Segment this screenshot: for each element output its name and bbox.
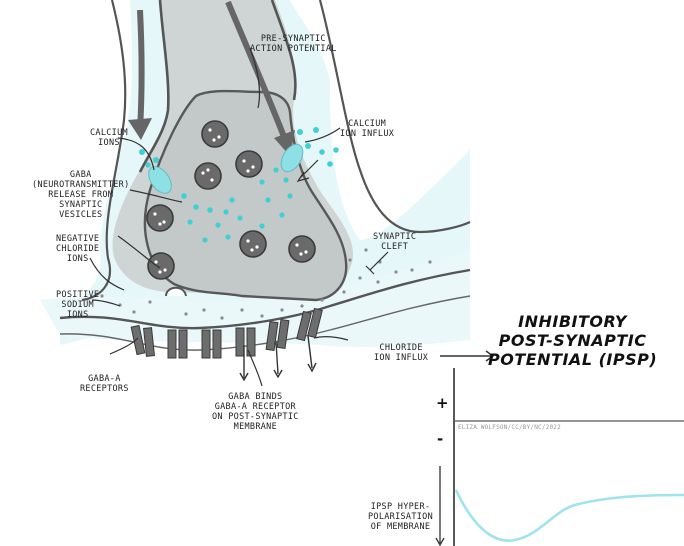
receptor — [202, 330, 210, 358]
right-arrow-icon — [440, 351, 493, 361]
receptor — [168, 330, 176, 358]
label-chloride-influx: CHLORIDE ION INFLUX — [374, 343, 428, 363]
credit-text: ELIZA WOLFSON/CC/BY/NC/2022 — [458, 424, 561, 431]
left-action-arrow — [140, 10, 142, 130]
label-calcium-influx: CALCIUM ION INFLUX — [340, 119, 394, 139]
ipsp-title: INHIBITORY POST-SYNAPTIC POTENTIAL (IPSP… — [488, 312, 657, 369]
vesicle — [148, 253, 174, 279]
down-arrow-icon — [436, 466, 444, 545]
vesicle — [195, 163, 221, 189]
label-calcium-ions: CALCIUM IONS — [90, 128, 128, 148]
label-synaptic-cleft: SYNAPTIC CLEFT — [373, 232, 416, 252]
vesicle — [240, 231, 266, 257]
label-gaba-release: GABA (NEUROTRANSMITTER) RELEASE FROM SYN… — [32, 170, 130, 220]
vesicle — [289, 236, 315, 262]
receptor — [236, 328, 244, 356]
ipsp-graph — [436, 368, 684, 546]
label-positive-sodium: POSITIVE SODIUM IONS — [56, 290, 99, 320]
vesicle — [236, 151, 262, 177]
plus-sign: + — [436, 394, 449, 412]
label-ipsp-hyper: IPSP HYPER- POLARISATION OF MEMBRANE — [368, 502, 433, 532]
label-negative-chloride: NEGATIVE CHLORIDE IONS — [56, 234, 99, 264]
ipsp-trace — [456, 490, 684, 541]
minus-sign: - — [437, 430, 443, 448]
label-pre-synaptic: PRE-SYNAPTIC ACTION POTENTIAL — [250, 34, 337, 54]
vesicle — [202, 121, 228, 147]
vesicle — [147, 205, 173, 231]
label-gaba-a-receptors: GABA-A RECEPTORS — [80, 374, 129, 394]
receptor — [179, 330, 187, 358]
receptor — [213, 330, 221, 358]
label-gaba-binds: GABA BINDS GABA-A RECEPTOR ON POST-SYNAP… — [212, 392, 299, 432]
